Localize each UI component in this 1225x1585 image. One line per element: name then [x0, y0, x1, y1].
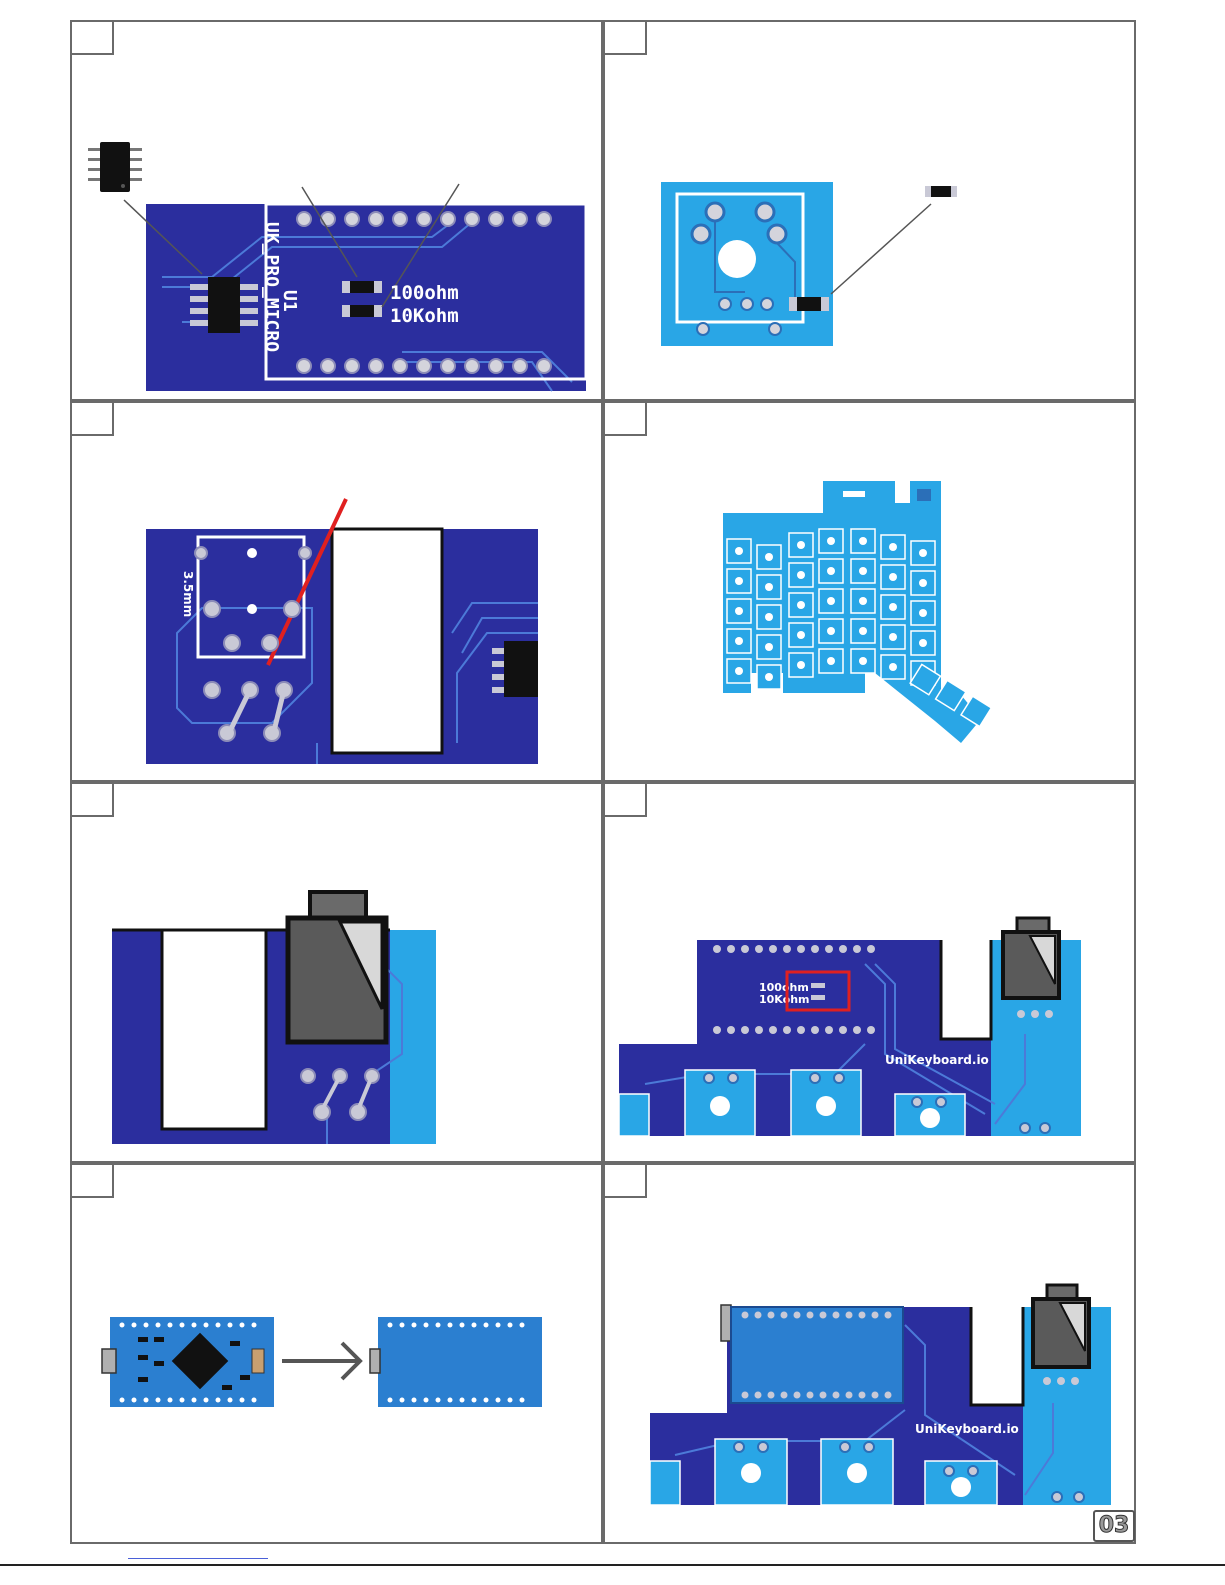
key-center-hole	[765, 673, 773, 681]
brand-silkscreen: UniKeyboard.io	[885, 1053, 989, 1067]
key-center-hole	[827, 657, 835, 665]
key-center-hole	[765, 613, 773, 621]
arrow-right-icon	[282, 1343, 360, 1379]
key-center-hole	[735, 667, 743, 675]
audio-jack-icon	[288, 892, 386, 1042]
key-center-hole	[735, 577, 743, 585]
key-center-hole	[797, 601, 805, 609]
key-center-hole	[797, 571, 805, 579]
key-center-hole	[889, 573, 897, 581]
silk-board-name: UK_PRO_MICRO	[261, 222, 282, 352]
key-center-hole	[827, 627, 835, 635]
pro-micro-preparation-diagram	[72, 1165, 601, 1542]
panel-step-8: UniKeyboard.io	[603, 1163, 1136, 1544]
audio-jack-icon	[1033, 1285, 1089, 1367]
resistor-label-100ohm: 100ohm	[390, 282, 459, 304]
key-center-hole	[889, 603, 897, 611]
key-center-hole	[859, 537, 867, 545]
pro-micro-board-icon	[102, 1317, 274, 1407]
soic-chip-icon	[88, 142, 142, 192]
key-center-hole	[827, 567, 835, 575]
key-center-hole	[797, 541, 805, 549]
smd-resistor-icon	[925, 186, 957, 197]
resistor-placement-diagram: 100ohm 10Kohm UniKeyboard.io	[605, 784, 1134, 1161]
key-center-hole	[859, 567, 867, 575]
key-center-hole	[859, 597, 867, 605]
resistor-label-10kohm: 10Kohm	[390, 305, 459, 327]
audio-jack-footprint-diagram: 3.5mm	[72, 403, 601, 780]
key-center-hole	[919, 639, 927, 647]
panel-step-2	[603, 20, 1136, 401]
footer-rule	[0, 1564, 1225, 1566]
panel-step-6: 100ohm 10Kohm UniKeyboard.io	[603, 782, 1136, 1163]
key-center-hole	[889, 543, 897, 551]
page-number: 03	[1093, 1510, 1135, 1542]
panel-step-1: U1 UK_PRO_MICRO 100ohm 10Kohm	[70, 20, 603, 401]
key-center-hole	[827, 597, 835, 605]
key-center-hole	[889, 663, 897, 671]
pro-micro-footprint-diagram: U1 UK_PRO_MICRO 100ohm 10Kohm	[72, 22, 601, 399]
key-grid	[727, 529, 935, 689]
key-center-hole	[859, 657, 867, 665]
key-center-hole	[889, 633, 897, 641]
pro-micro-board-icon	[370, 1317, 542, 1407]
resistor-label-10kohm: 10Kohm	[759, 993, 810, 1006]
key-center-hole	[919, 549, 927, 557]
key-center-hole	[765, 583, 773, 591]
panel-step-4	[603, 401, 1136, 782]
pro-micro-board-icon	[731, 1307, 903, 1403]
panel-step-3: 3.5mm	[70, 401, 603, 782]
key-center-hole	[859, 627, 867, 635]
audio-jack-install-diagram	[72, 784, 601, 1161]
panel-step-7	[70, 1163, 603, 1544]
silk-jack-label: 3.5mm	[181, 571, 195, 617]
switch-footprint-diagram	[605, 22, 1134, 399]
panel-step-5	[70, 782, 603, 1163]
key-center-hole	[735, 607, 743, 615]
instruction-grid: U1 UK_PRO_MICRO 100ohm 10Kohm	[70, 20, 1138, 1546]
key-center-hole	[919, 579, 927, 587]
key-center-hole	[797, 631, 805, 639]
full-pcb-overview-diagram	[605, 403, 1134, 780]
key-center-hole	[735, 637, 743, 645]
key-center-hole	[919, 609, 927, 617]
key-center-hole	[765, 553, 773, 561]
key-center-hole	[827, 537, 835, 545]
key-center-hole	[735, 547, 743, 555]
pro-micro-installed-diagram: UniKeyboard.io	[605, 1165, 1134, 1542]
key-center-hole	[765, 643, 773, 651]
audio-jack-icon	[1003, 918, 1059, 998]
footer-link-underline	[128, 1558, 268, 1559]
key-center-hole	[797, 661, 805, 669]
brand-silkscreen: UniKeyboard.io	[915, 1422, 1019, 1436]
